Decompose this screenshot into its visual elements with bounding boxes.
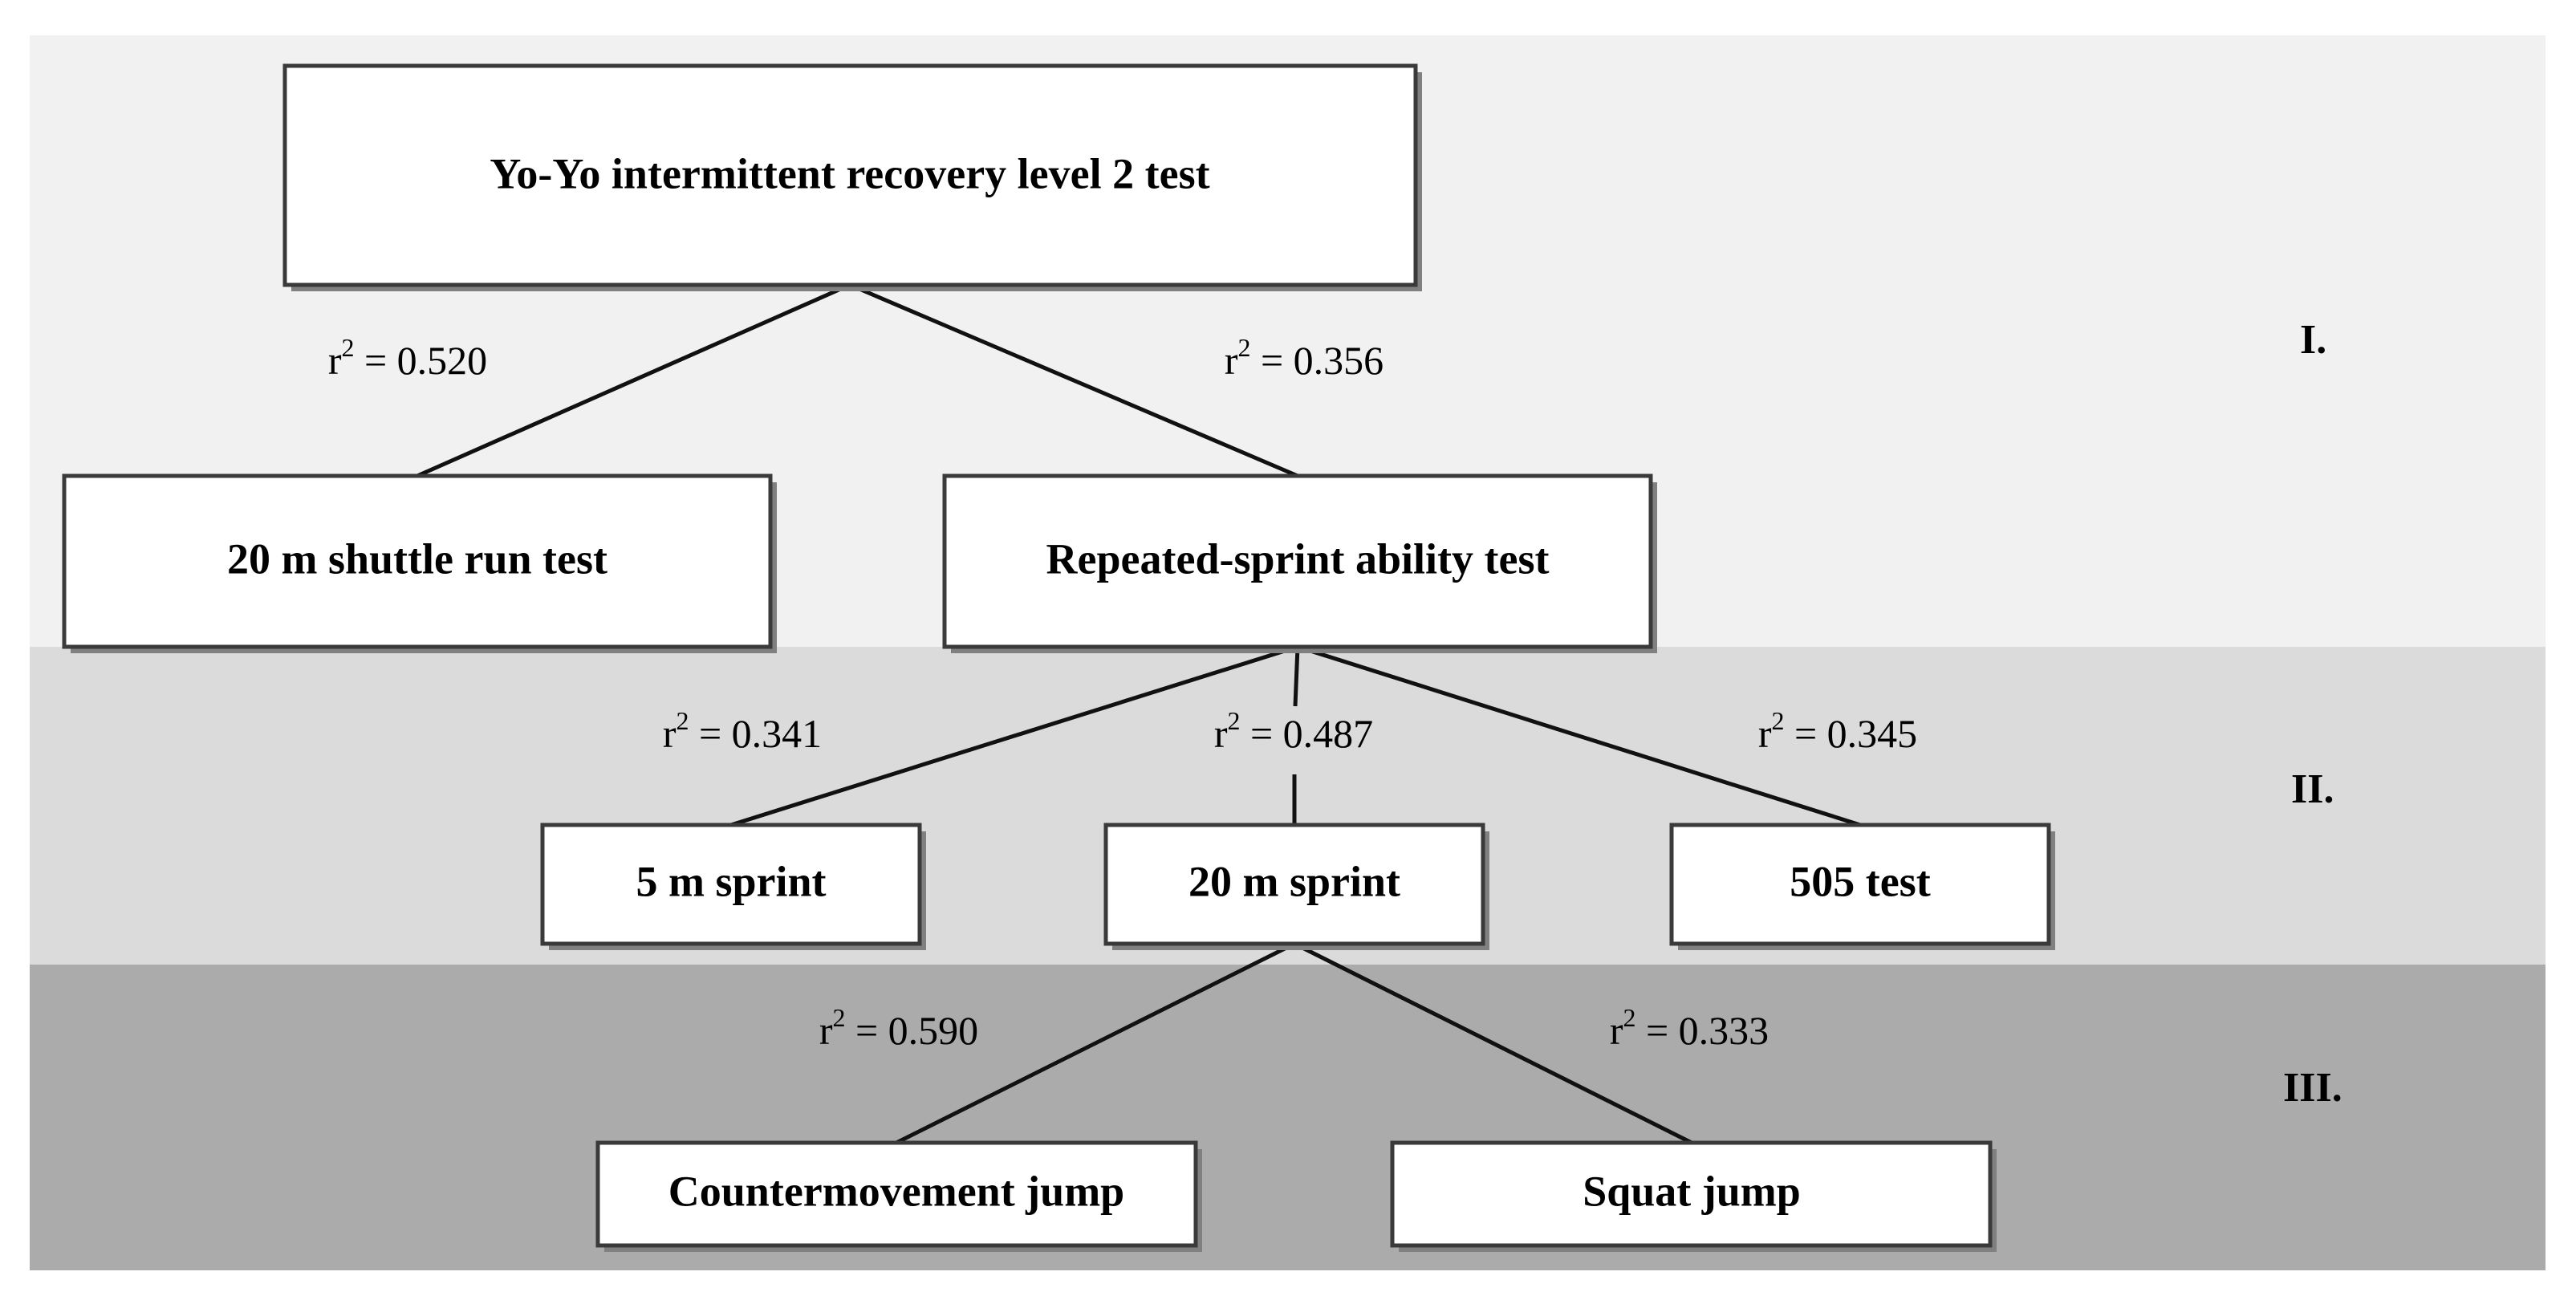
equals-sign: = [845, 1008, 888, 1053]
r-squared-value: 0.333 [1679, 1008, 1769, 1053]
node-label-shuttle-run-test: 20 m shuttle run test [227, 534, 607, 583]
r-symbol: r [1214, 711, 1228, 756]
node-rect[interactable] [282, 63, 1418, 287]
node-label-squat-jump: Squat jump [1583, 1167, 1801, 1215]
superscript-two: 2 [1771, 706, 1784, 735]
node-label-sprint-20m: 20 m sprint [1188, 857, 1400, 905]
node-test-505[interactable]: 505 test [1669, 823, 2055, 950]
node-rect[interactable] [595, 1140, 1198, 1248]
node-sprint-20m[interactable]: 20 m sprint [1103, 823, 1489, 950]
r-squared-value: 0.345 [1827, 711, 1918, 756]
superscript-two: 2 [676, 706, 689, 735]
equals-sign: = [1240, 711, 1282, 756]
r-symbol: r [328, 338, 342, 383]
superscript-two: 2 [1227, 706, 1240, 735]
equals-sign: = [689, 711, 731, 756]
node-label-test-505: 505 test [1790, 857, 1930, 905]
node-rect[interactable] [62, 473, 773, 649]
band-3-rect [30, 965, 2546, 1270]
node-sprint-5m[interactable]: 5 m sprint [540, 823, 926, 950]
r-symbol: r [1610, 1008, 1623, 1053]
node-label-sprint-5m: 5 m sprint [636, 857, 826, 905]
r-squared-value: 0.590 [888, 1008, 979, 1053]
node-rect[interactable] [1669, 823, 2051, 946]
superscript-two: 2 [341, 333, 354, 362]
edge-label-repeated-sprint-5m: r2 = 0.341 [663, 706, 822, 756]
r-squared-value: 0.487 [1283, 711, 1374, 756]
r-squared-value: 0.356 [1294, 338, 1384, 383]
node-label-repeated-sprint-test: Repeated-sprint ability test [1046, 534, 1550, 583]
node-label-countermovement-jump: Countermovement jump [668, 1167, 1124, 1215]
connector-20m-to-squat-jump [1293, 941, 1693, 1145]
superscript-two: 2 [1623, 1003, 1635, 1032]
r-squared-value: 0.520 [397, 338, 488, 383]
r-squared-value: 0.341 [732, 711, 823, 756]
superscript-two: 2 [832, 1003, 845, 1032]
node-countermovement-jump[interactable]: Countermovement jump [595, 1140, 1202, 1252]
equals-sign: = [1635, 1008, 1678, 1053]
band-labels: I. II. III. [2283, 317, 2342, 1111]
equals-sign: = [1250, 338, 1293, 383]
edge-label-repeated-sprint-20m: r2 = 0.487 [1214, 706, 1373, 756]
connector-yoyo-to-repeated-sprint [849, 282, 1298, 478]
edge-label-20m-countermovement-jump: r2 = 0.590 [819, 1003, 978, 1053]
r-symbol: r [1758, 711, 1772, 756]
band-label-three: III. [2283, 1065, 2342, 1111]
node-rect[interactable] [540, 823, 922, 946]
band-label-two: II. [2291, 766, 2334, 812]
node-rect[interactable] [1390, 1140, 1993, 1248]
connector-repeated-sprint-to-505 [1297, 644, 1861, 827]
node-rect[interactable] [1103, 823, 1485, 946]
r-symbol: r [1225, 338, 1238, 383]
superscript-two: 2 [1237, 333, 1250, 362]
node-repeated-sprint-test[interactable]: Repeated-sprint ability test [942, 473, 1657, 653]
r-symbol: r [663, 711, 677, 756]
r-symbol: r [819, 1008, 833, 1053]
edge-label-yoyo-shuttle: r2 = 0.520 [328, 333, 487, 383]
node-rect[interactable] [942, 473, 1653, 649]
band-label-one: I. [2300, 317, 2326, 363]
equals-sign: = [354, 338, 396, 383]
edge-label-repeated-sprint-505: r2 = 0.345 [1758, 706, 1917, 756]
connector-lines [416, 282, 1861, 1145]
connector-repeated-sprint-to-20m-upper [1293, 646, 1300, 707]
connector-yoyo-to-shuttle [416, 282, 851, 478]
node-yo-yo-test[interactable]: Yo-Yo intermittent recovery level 2 test [282, 63, 1422, 291]
node-label-yo-yo-test: Yo-Yo intermittent recovery level 2 test [490, 149, 1209, 197]
node-shuttle-run-test[interactable]: 20 m shuttle run test [62, 473, 777, 653]
edge-label-yoyo-repeated-sprint: r2 = 0.356 [1225, 333, 1383, 383]
edge-labels: r2 = 0.520 r2 = 0.356 r2 = 0.341 r2 = 0.… [328, 333, 1917, 1053]
equals-sign: = [1784, 711, 1826, 756]
edge-label-20m-squat-jump: r2 = 0.333 [1610, 1003, 1769, 1053]
connector-repeated-sprint-to-5m [730, 644, 1298, 827]
connector-20m-to-countermovement-jump [895, 941, 1296, 1145]
node-squat-jump[interactable]: Squat jump [1390, 1140, 1997, 1252]
